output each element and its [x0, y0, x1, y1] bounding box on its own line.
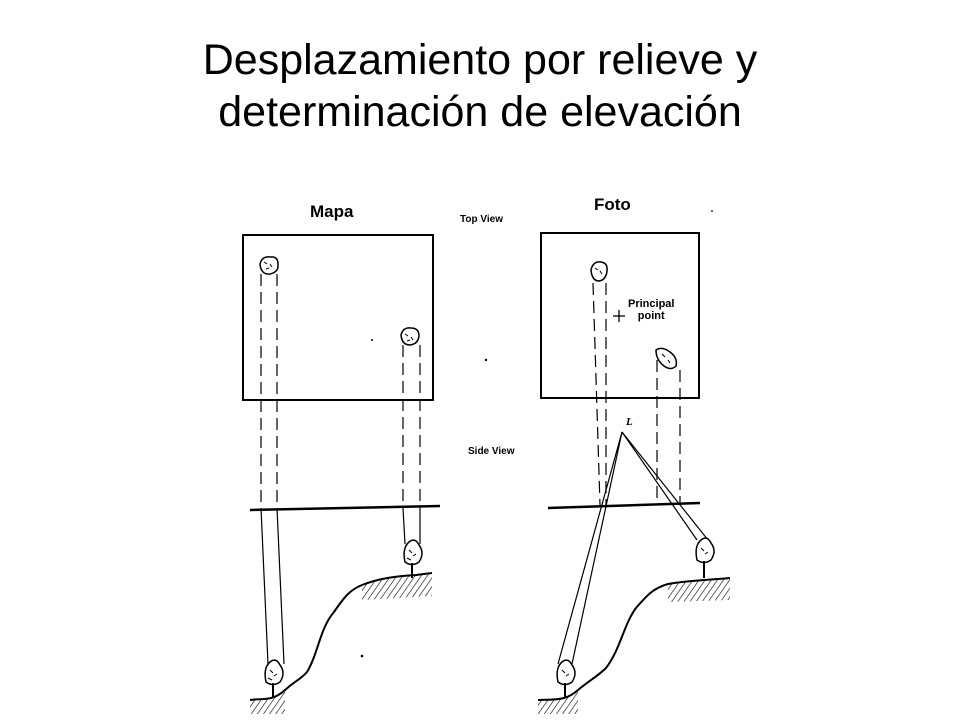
photo-tree-crown-1 [590, 261, 608, 282]
photo-plane-line [547, 501, 701, 510]
map-diagram [242, 234, 441, 714]
scan-specks [360, 210, 713, 658]
lens-label: L [626, 416, 633, 428]
map-tree-high [403, 539, 423, 578]
principal-point-label-line-2: point [637, 310, 665, 322]
photo-tree-low [556, 659, 576, 698]
map-tree-crown-1 [259, 256, 279, 275]
top-view-label: Top View [460, 214, 503, 225]
map-top-view-frame [242, 234, 434, 401]
photo-tree-high [695, 537, 715, 578]
principal-point-label: Principal point [628, 298, 674, 322]
photo-tree-crown-2 [655, 347, 678, 370]
side-view-label: Side View [468, 446, 515, 457]
map-label: Mapa [310, 202, 354, 221]
perspective-rays [557, 431, 713, 665]
photo-top-view-frame [540, 232, 700, 399]
map-tree-low [264, 659, 284, 698]
photo-terrain-hatch [538, 690, 578, 714]
principal-point-marker [613, 310, 625, 322]
photo-projection-lines [592, 282, 681, 506]
map-tree-crown-2 [400, 327, 420, 346]
title-line-1: Desplazamiento por relieve y [202, 36, 758, 84]
slide-title: Desplazamiento por relieve y determinaci… [0, 34, 960, 138]
map-orthogonal-rays [260, 507, 421, 665]
map-terrain-hatch [250, 690, 285, 714]
title-line-2: determinación de elevación [218, 88, 742, 136]
map-plane-line [249, 504, 441, 512]
photo-diagram [537, 232, 731, 714]
principal-point-label-line-1: Principal [628, 298, 675, 310]
map-projection-lines [260, 274, 421, 508]
photo-label: Foto [594, 195, 631, 214]
